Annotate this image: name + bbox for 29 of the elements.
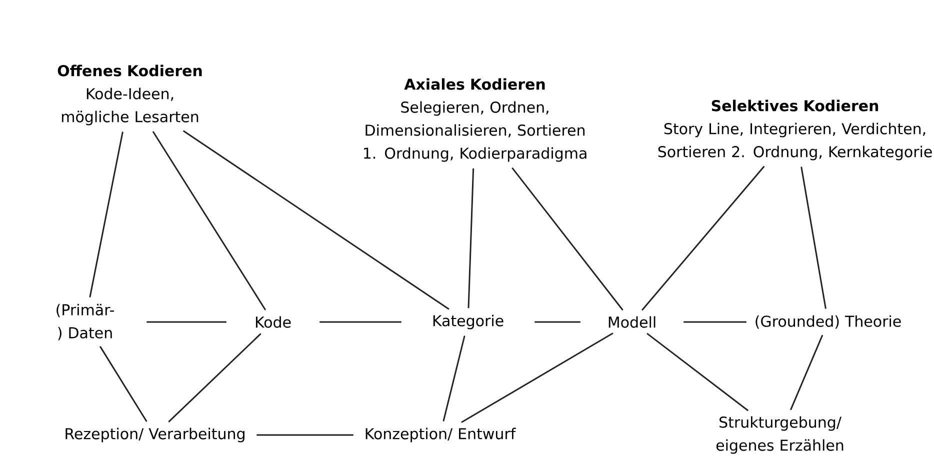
- connector-line: [461, 332, 614, 423]
- concept-label: (Grounded) Theorie: [756, 315, 901, 329]
- connector-line: [168, 333, 262, 422]
- connector-line: [319, 321, 402, 323]
- concept-label: Strukturgebung/ eigenes Erzählen: [716, 416, 844, 454]
- concept-label: Kode: [256, 316, 291, 328]
- connector-line: [100, 346, 148, 422]
- connector-line: [183, 130, 450, 310]
- connector-line: [683, 321, 747, 323]
- connector-line: [256, 434, 354, 436]
- connector-line: [89, 132, 124, 298]
- stage-text: Offenes Kodieren Kode-Ideen, mögliche Lesarten: [58, 64, 202, 126]
- stage-text: Axiales Kodieren Selegieren, Ordnen, Dimensionalisieren, Sortieren 1. Ordnung, Kodierparadigma: [364, 78, 586, 162]
- connector-line: [146, 321, 227, 323]
- connector-line: [468, 168, 474, 308]
- concept-label: Rezeption/ Verarbeitung: [66, 428, 244, 442]
- connector-line: [152, 131, 266, 310]
- concept-label: Kategorie: [433, 314, 504, 330]
- connector-line: [790, 334, 823, 410]
- concept-label: Modell: [608, 316, 656, 328]
- connector-line: [642, 166, 765, 310]
- concept-label: Konzeption/ Entwurf: [366, 428, 516, 442]
- connector-line: [646, 333, 748, 411]
- stage-text: Selektives Kodieren Story Line, Integrieren, Verdichten, Sortieren 2. Ordnung, Kernkategorie: [658, 100, 932, 160]
- connector-line: [800, 166, 826, 309]
- connector-line: [512, 168, 624, 310]
- connector-line: [534, 321, 581, 323]
- concept-label: (Primär-) Daten: [56, 304, 114, 340]
- connector-line: [442, 336, 466, 422]
